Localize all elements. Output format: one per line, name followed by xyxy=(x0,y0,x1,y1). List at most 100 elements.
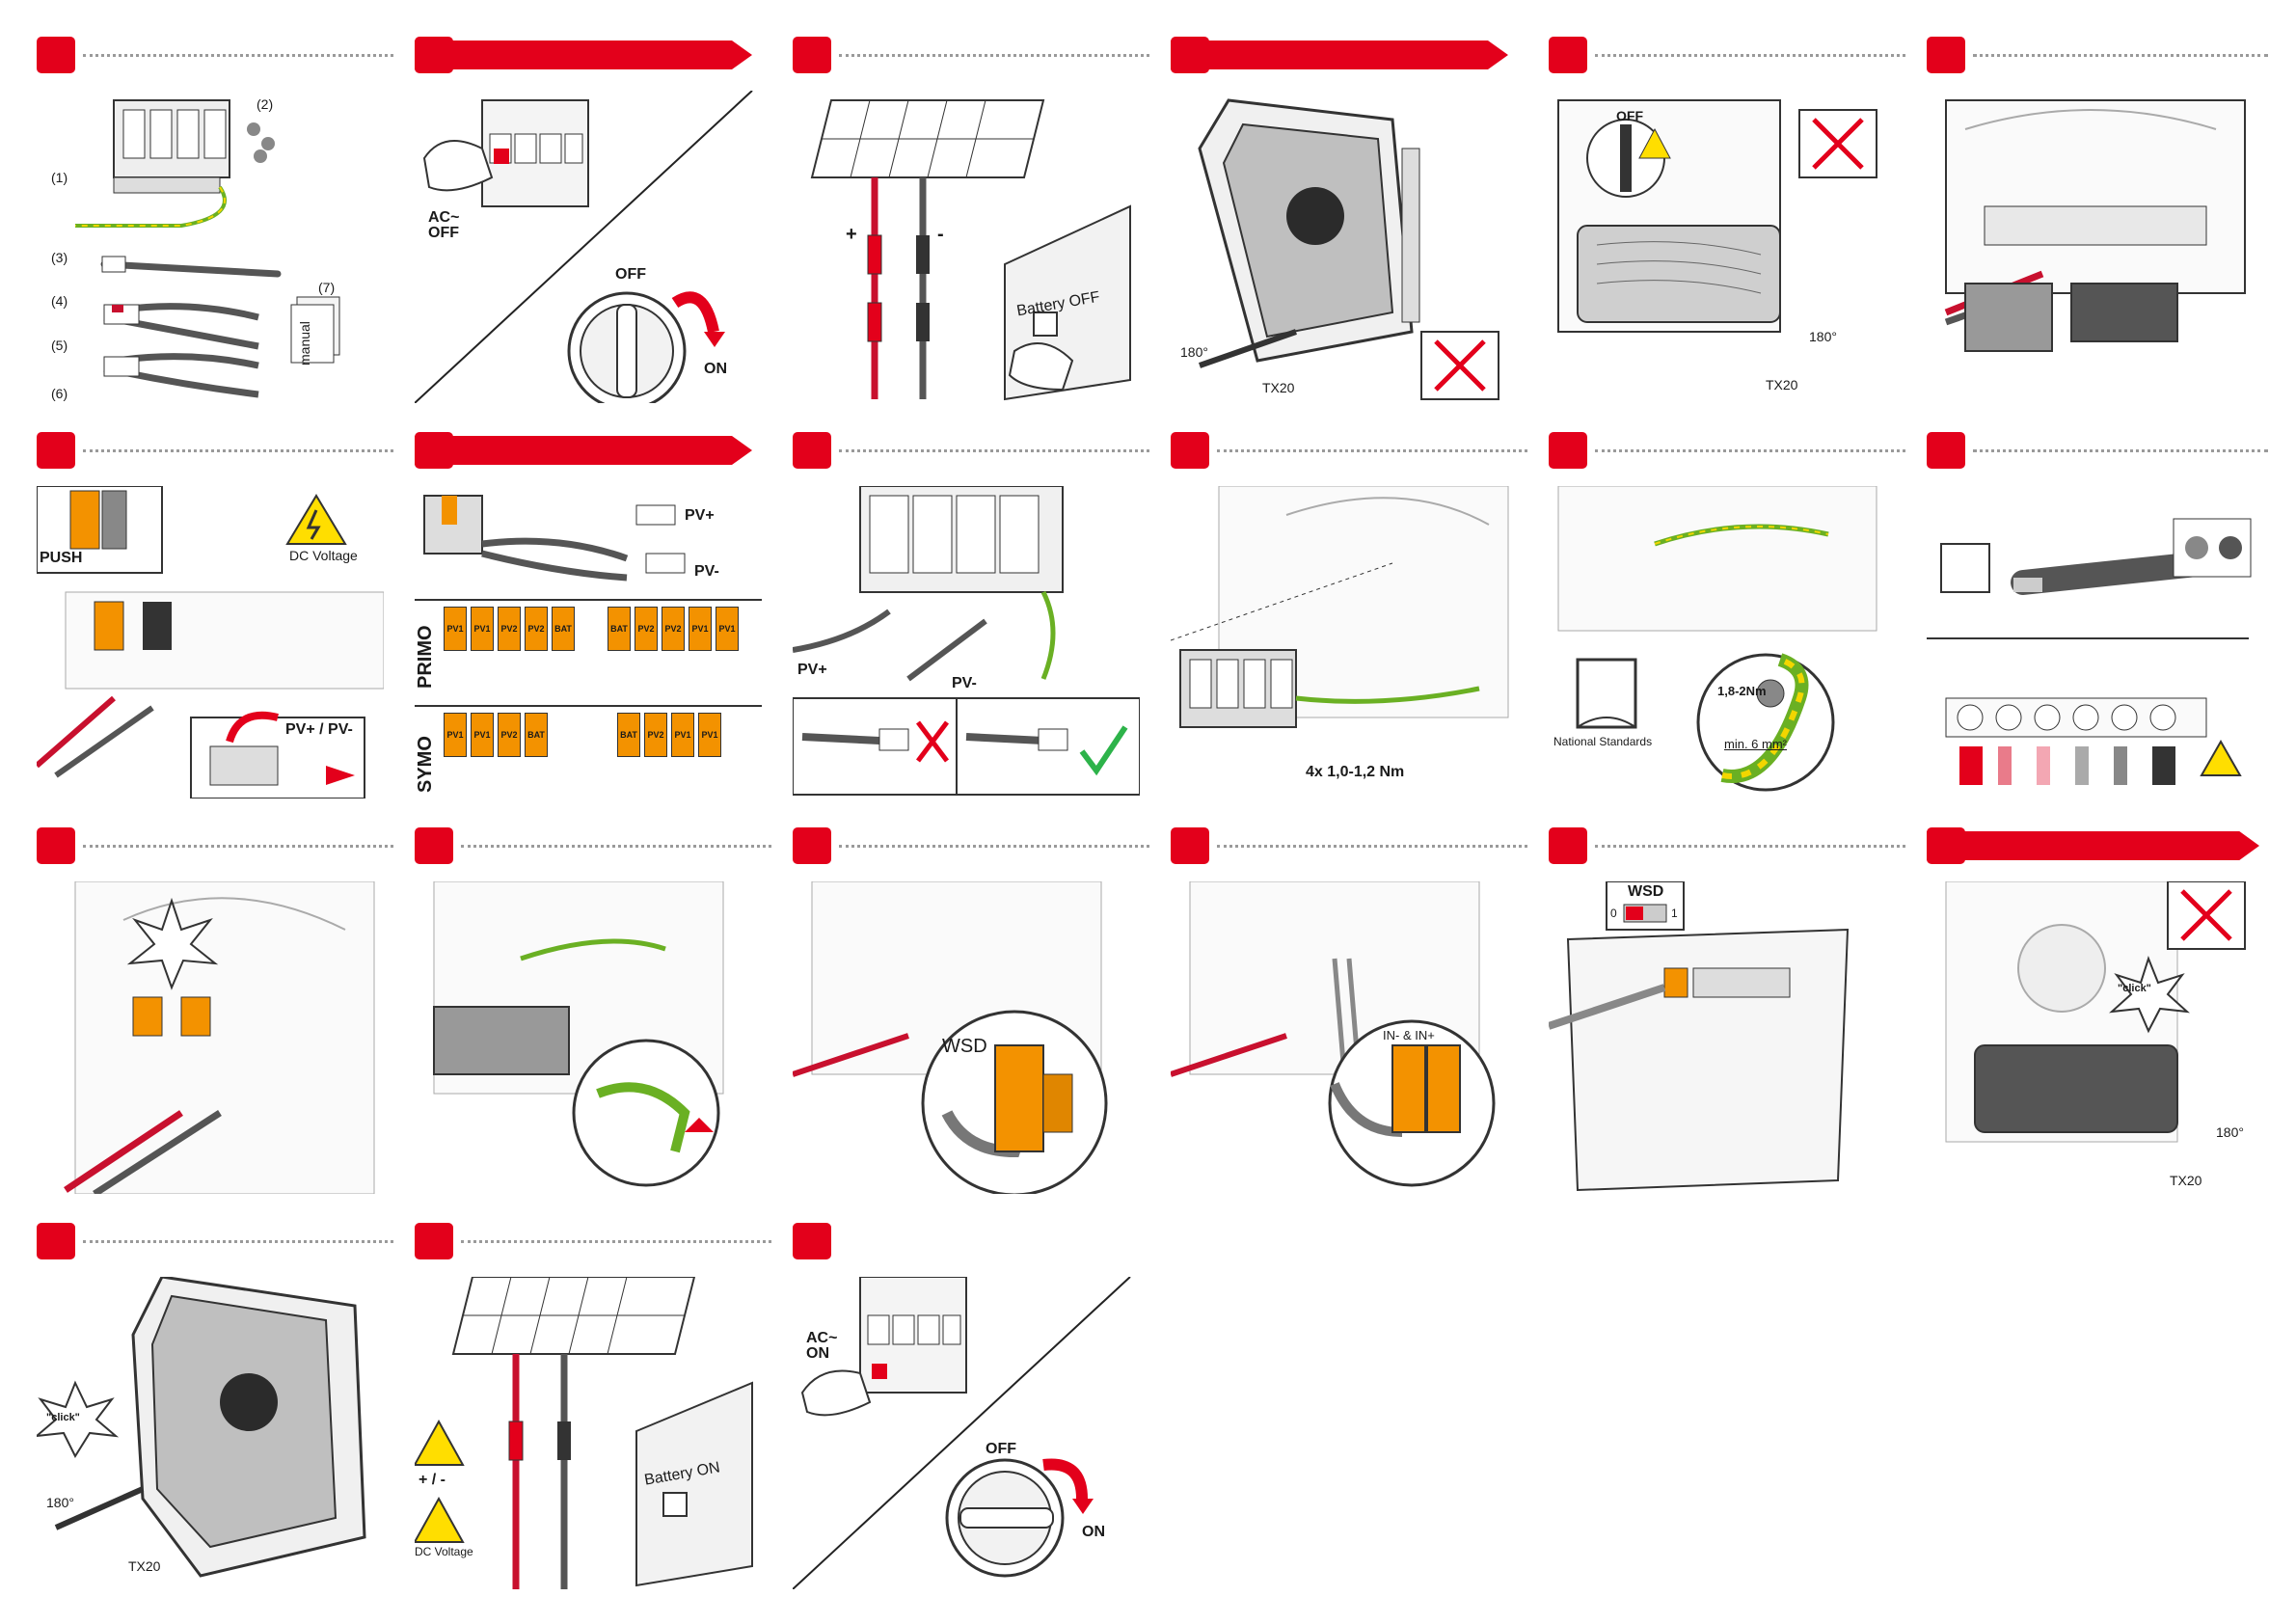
inverter-cover-removal-drawing xyxy=(1198,98,1499,400)
click-label: "click" xyxy=(2118,983,2151,994)
ac-breaker-on-and-dc-switch-drawing xyxy=(793,1277,1131,1589)
step-redbar xyxy=(415,41,752,69)
wsd-switch-drawing xyxy=(1549,881,1850,1192)
dc-voltage-label: DC Voltage xyxy=(415,1545,473,1558)
connector-tag: PV2 xyxy=(635,607,658,651)
step-illustration: 180° TX20 xyxy=(1171,91,1518,403)
cross-section-label: min. 6 mm² xyxy=(1724,737,1787,751)
symo-right-group: BAT PV2 PV1 PV1 xyxy=(617,713,721,757)
step-16: IN- & IN+ xyxy=(1171,827,1527,1194)
push-label: PUSH xyxy=(40,550,83,566)
step-illustration: PV+ PV- xyxy=(793,486,1140,798)
wsd-label: WSD xyxy=(942,1036,987,1057)
switch-position-0: 0 xyxy=(1610,907,1617,920)
step-badge xyxy=(1171,37,1209,73)
step-divider xyxy=(1595,449,1905,452)
cable-guide-insert-drawing xyxy=(433,881,724,1187)
callout-5: (5) xyxy=(51,338,68,353)
primo-left-group: PV1 PV1 PV2 PV2 BAT xyxy=(444,607,575,651)
step-redbar xyxy=(1171,41,1508,69)
step-divider xyxy=(461,1240,771,1243)
step-6 xyxy=(1927,37,2274,403)
step-divider xyxy=(839,449,1149,452)
connector-tag: PV1 xyxy=(444,607,467,651)
step-21: AC~ ON OFF ON xyxy=(793,1223,1140,1589)
step-badge xyxy=(1171,432,1209,469)
wsd-label: WSD xyxy=(1628,883,1664,900)
connector-assignment-drawing xyxy=(415,495,762,707)
step-2: AC~ OFF OFF ON xyxy=(415,37,762,403)
callout-3: (3) xyxy=(51,250,68,265)
step-illustration: WSD xyxy=(793,881,1140,1194)
step-illustration: IN- & IN+ xyxy=(1171,881,1518,1194)
switch-position-1: 1 xyxy=(1671,907,1678,920)
step-illustration: + / - DC Voltage Battery ON xyxy=(415,1277,762,1589)
connector-click-drawing xyxy=(64,881,375,1194)
step-illustration: + - Battery OFF xyxy=(793,91,1140,403)
pv-plus-label: PV+ xyxy=(797,662,827,678)
connector-tag: PV2 xyxy=(662,607,685,651)
step-illustration: OFF 180° TX20 xyxy=(1549,91,1896,403)
torx-tool-label: TX20 xyxy=(1766,377,1798,392)
torque-label: 1,8-2Nm xyxy=(1717,684,1767,698)
step-17: WSD 0 1 xyxy=(1549,827,1905,1194)
step-illustration: National Standards 1,8-2Nm min. 6 mm² xyxy=(1549,486,1896,798)
pv-plus-label: PV+ xyxy=(685,507,715,524)
ground-wire-drawing xyxy=(1557,486,1877,792)
in-minus-in-plus-label: IN- & IN+ xyxy=(1383,1028,1435,1042)
step-badge xyxy=(37,432,75,469)
step-divider xyxy=(839,54,1149,57)
step-badge xyxy=(415,432,453,469)
step-illustration: PV+ PV- PRIMO SYMO PV1 PV1 PV2 PV2 BAT B… xyxy=(415,486,762,798)
step-9: PV+ PV- xyxy=(793,432,1149,798)
connector-tag: PV1 xyxy=(444,713,467,757)
step-redbar xyxy=(1927,831,2259,860)
pv-plus-minus-label: PV+ / PV- xyxy=(285,721,353,738)
symo-label: SYMO xyxy=(415,736,436,793)
torque-label: 4x 1,0-1,2 Nm xyxy=(1306,764,1405,780)
step-illustration: "click" 180° TX20 xyxy=(1927,881,2274,1194)
on-label: ON xyxy=(1082,1524,1105,1540)
wsd-connector-drawing xyxy=(793,881,1108,1194)
step-badge xyxy=(793,37,831,73)
ac-off-label: AC~ OFF xyxy=(428,209,460,241)
step-badge xyxy=(1549,37,1587,73)
off-label: OFF xyxy=(1616,108,1643,123)
callout-6: (6) xyxy=(51,386,68,401)
step-badge xyxy=(1927,37,1965,73)
step-divider xyxy=(1217,449,1527,452)
angle-label: 180° xyxy=(1180,344,1208,360)
step-badge xyxy=(1549,827,1587,864)
step-divider xyxy=(461,845,771,848)
step-divider xyxy=(1595,845,1905,848)
symo-left-group: PV1 PV1 PV2 BAT xyxy=(444,713,548,757)
inverter-cover-close-drawing xyxy=(37,1277,366,1578)
connector-tag: PV1 xyxy=(716,607,739,651)
torx-tool-label: TX20 xyxy=(2170,1173,2202,1188)
pv-module-reconnect-drawing xyxy=(415,1277,753,1589)
primo-label: PRIMO xyxy=(415,625,436,689)
dc-voltage-label: DC Voltage xyxy=(289,548,358,563)
angle-label: 180° xyxy=(46,1495,74,1510)
step-illustration: 4x 1,0-1,2 Nm xyxy=(1171,486,1518,798)
step-illustration: WSD 0 1 xyxy=(1549,881,1896,1194)
step-badge xyxy=(793,1223,831,1259)
step-illustration xyxy=(1927,486,2274,798)
step-divider xyxy=(83,845,393,848)
step-divider xyxy=(83,54,393,57)
step-illustration xyxy=(1927,91,2274,403)
surge-protector-wiring-drawing xyxy=(793,486,1140,796)
spd-mounting-drawing xyxy=(1171,486,1509,728)
torx-tool-label: TX20 xyxy=(1262,380,1295,395)
step-14 xyxy=(415,827,771,1194)
manual-label: manual xyxy=(297,321,312,365)
connector-tag: PV1 xyxy=(698,713,721,757)
step-divider xyxy=(1595,54,1905,57)
callout-2: (2) xyxy=(257,96,274,112)
step-3: + - Battery OFF xyxy=(793,37,1149,403)
ac-on-label: AC~ ON xyxy=(806,1330,838,1362)
connector-tag: PV2 xyxy=(498,607,521,651)
step-divider xyxy=(839,845,1149,848)
step-badge xyxy=(415,1223,453,1259)
step-1: (1) (2) (3) (4) (5) (6) (7) manual xyxy=(37,37,393,403)
